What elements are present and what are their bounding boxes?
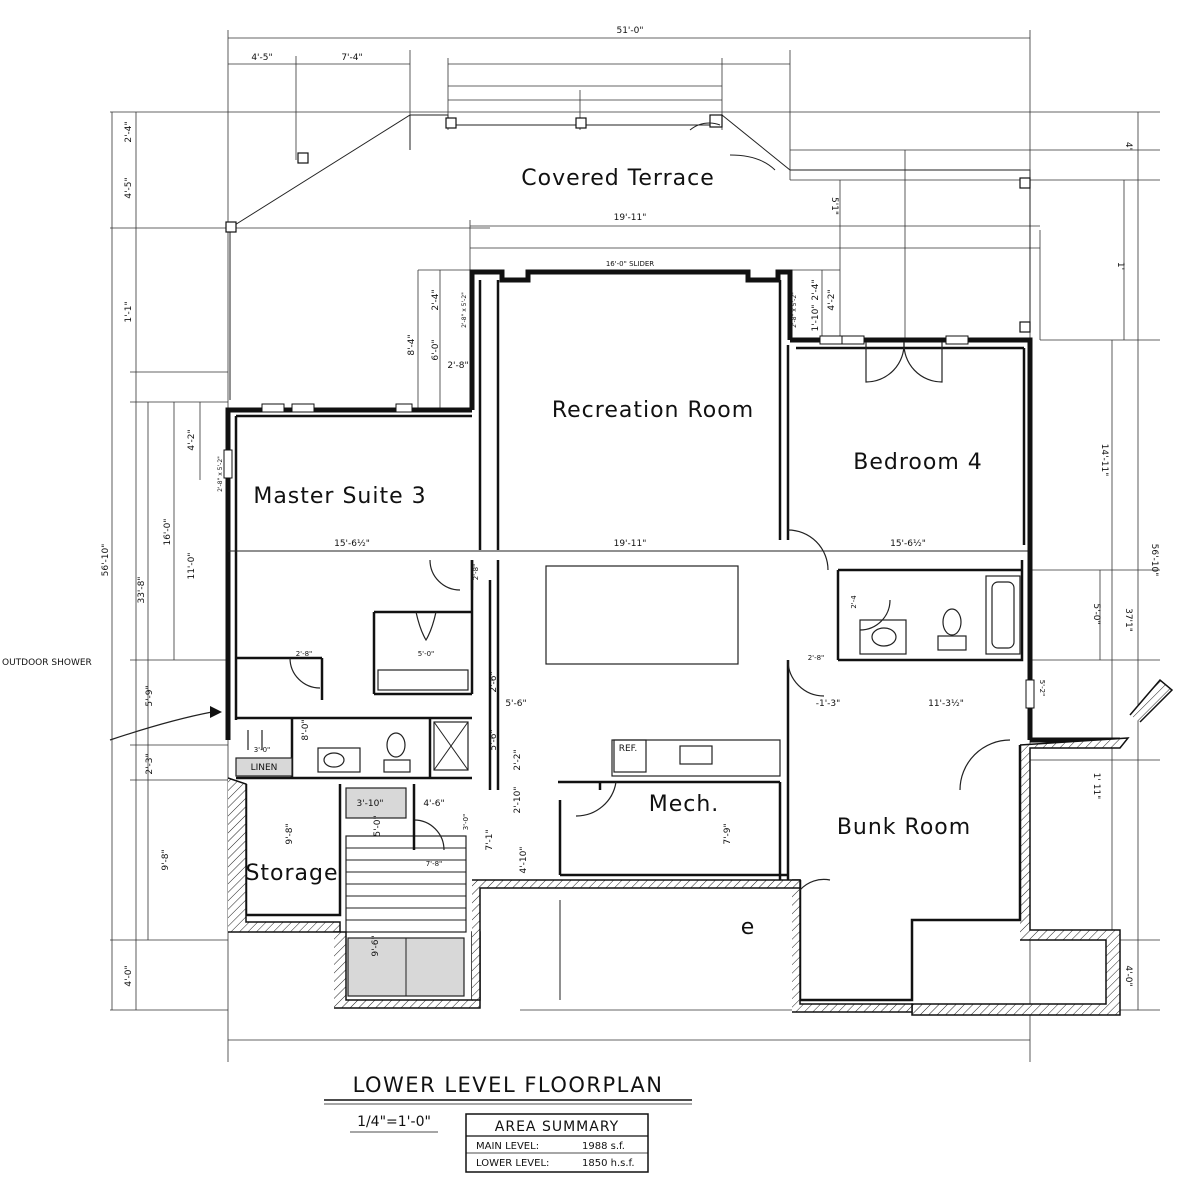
dim-9-6: 9'-6" bbox=[371, 935, 381, 956]
dim-4-10: 4'-10" bbox=[519, 846, 529, 873]
area-row-value: 1988 s.f. bbox=[582, 1141, 625, 1152]
dim-5-6b: 5'-6" bbox=[489, 729, 499, 750]
dim-right-4: 4' bbox=[1123, 142, 1133, 150]
slider-label: 16'-0" SLIDER bbox=[606, 260, 654, 268]
area-row-value: 1850 h.s.f. bbox=[582, 1158, 635, 1169]
covered-terrace-outline bbox=[225, 113, 1031, 400]
dim-left-11-0: 11'-0" bbox=[187, 552, 197, 579]
dim-right-5-0: 5'-0" bbox=[1091, 603, 1101, 624]
dim-3-0: 3'-0" bbox=[254, 746, 271, 754]
dim-left-5-9: 5'-9" bbox=[145, 685, 155, 706]
dim-win-label-left: 2'-8" x 5'-2" bbox=[461, 292, 468, 328]
dim-left-4-2: 4'-2" bbox=[187, 429, 197, 450]
dim-3-0b: 3'-0" bbox=[462, 814, 470, 831]
dim-5-0b: 5'-0" bbox=[373, 815, 383, 836]
dim-left-9-8: 9'-8" bbox=[161, 849, 171, 870]
dim-win-label-right: 2'-8" x 5'-2" bbox=[791, 292, 798, 328]
dim-19-11-top: 19'-11" bbox=[614, 213, 647, 223]
dim-2-10: 2'-10" bbox=[513, 786, 523, 813]
dim-2-2: 2'-2" bbox=[513, 749, 523, 770]
dim-right-37-1: 37'1" bbox=[1123, 608, 1133, 632]
mech-label: Mech. bbox=[649, 792, 720, 817]
dim-15-6-right: 15'-6½" bbox=[890, 539, 926, 549]
dim-left-2-4: 2'-4" bbox=[124, 121, 134, 142]
dim-left-4-0: 4'-0" bbox=[124, 965, 134, 986]
dim-2-8c: 2'-8" bbox=[472, 564, 480, 581]
windows bbox=[223, 335, 1035, 709]
dim-right-1-11: 1' 11" bbox=[1091, 773, 1101, 800]
dim-19-11-mid: 19'-11" bbox=[614, 539, 647, 549]
dim-top-a: 4'-5" bbox=[251, 53, 272, 63]
dim-right-14-11: 14'-11" bbox=[1099, 444, 1109, 477]
recreation-room-label: Recreation Room bbox=[552, 398, 754, 423]
dim-overall-depth-right: 56'-10" bbox=[1149, 544, 1159, 577]
dim-win-2-4b: 2'-4" bbox=[811, 279, 821, 300]
area-row-label: MAIN LEVEL: bbox=[476, 1141, 539, 1152]
dim-5-6a: 5'-6" bbox=[505, 699, 526, 709]
linen-label: LINEN bbox=[251, 763, 278, 773]
dim-9-8: 9'-8" bbox=[285, 823, 295, 844]
dim-3-10: 3'-10" bbox=[356, 799, 383, 809]
dim-right-4-0: 4'-0" bbox=[1123, 965, 1133, 986]
plan-scale: 1/4"=1'-0" bbox=[357, 1114, 431, 1130]
dim-7-1: 7'-1" bbox=[485, 829, 495, 850]
dim-left-16-0: 16'-0" bbox=[163, 518, 173, 545]
dim-overall-width: 51'-0" bbox=[616, 26, 643, 36]
dimension-labels: 51'-0" 4'-5" 7'-4" 19'-11" 15'-6½" 19'-1… bbox=[101, 26, 1159, 987]
dim-win-2-4a: 2'-4" bbox=[431, 289, 441, 310]
master-suite-3-label: Master Suite 3 bbox=[253, 484, 426, 509]
dim-11-3: 11'-3½" bbox=[928, 699, 964, 709]
outdoor-shower-marker bbox=[109, 678, 1174, 741]
plan-title: LOWER LEVEL FLOORPLAN bbox=[353, 1073, 664, 1097]
dim-1-3: -1'-3" bbox=[816, 699, 841, 709]
dim-4-6: 4'-6" bbox=[423, 799, 444, 809]
dim-win-4-2: 4'-2" bbox=[827, 289, 837, 310]
outdoor-shower-label: OUTDOOR SHOWER bbox=[2, 658, 92, 668]
area-summary-heading: AREA SUMMARY bbox=[495, 1119, 619, 1135]
dim-top-b: 7'-4" bbox=[341, 53, 362, 63]
title-block: LOWER LEVEL FLOORPLAN 1/4"=1'-0" bbox=[324, 1073, 692, 1133]
dim-2-4: 2'-4 bbox=[850, 595, 858, 609]
mark-e-label: e bbox=[741, 915, 756, 940]
dim-win-label-master: 2'-8" x 5'-2" bbox=[217, 456, 224, 492]
dim-5-2: 5'-2" bbox=[1038, 680, 1046, 697]
area-row-label: LOWER LEVEL: bbox=[476, 1158, 549, 1169]
dim-win-1-10: 1'-10" bbox=[811, 304, 821, 331]
dim-left-1-1: 1'-1" bbox=[124, 301, 134, 322]
dim-right-5-1: 5'1" bbox=[829, 197, 839, 215]
area-summary-table: AREA SUMMARY MAIN LEVEL: 1988 s.f. LOWER… bbox=[465, 1113, 649, 1173]
bedroom-4-french-door bbox=[865, 341, 943, 383]
dim-left-2-3: 2'-3" bbox=[145, 753, 155, 774]
dim-win-2-8: 2'-8" bbox=[447, 361, 468, 371]
dim-2-6: 2'-6" bbox=[489, 671, 499, 692]
stairs bbox=[334, 835, 481, 1009]
storage-label: Storage bbox=[245, 861, 338, 886]
dimension-lines-side bbox=[111, 112, 1160, 1010]
exterior-walls bbox=[225, 269, 1033, 740]
dim-win-8-4: 8'-4" bbox=[407, 334, 417, 355]
dim-right-1: 1' bbox=[1115, 262, 1125, 270]
central-lower-area bbox=[472, 529, 1130, 1016]
bunk-room-label: Bunk Room bbox=[837, 815, 971, 840]
room-labels: Covered Terrace Recreation Room Bedroom … bbox=[2, 166, 983, 940]
dim-overall-depth-left: 56'-10" bbox=[101, 544, 111, 577]
dim-7-9: 7'-9" bbox=[723, 823, 733, 844]
dim-left-33-8: 33'-8" bbox=[137, 576, 147, 603]
dim-left-4-5: 4'-5" bbox=[124, 177, 134, 198]
ref-label: REF. bbox=[619, 744, 638, 754]
dim-2-8a: 2'-8" bbox=[296, 650, 313, 658]
dim-win-6-0: 6'-0" bbox=[431, 339, 441, 360]
bedroom-4-label: Bedroom 4 bbox=[853, 450, 983, 475]
dim-2-8b: 2'-8" bbox=[808, 654, 825, 662]
dim-7-8: 7'-8" bbox=[426, 860, 443, 868]
master-bath-area bbox=[227, 559, 481, 1009]
dim-15-6-left: 15'-6½" bbox=[334, 539, 370, 549]
covered-terrace-label: Covered Terrace bbox=[521, 166, 714, 191]
dim-8-0: 8'-0" bbox=[301, 719, 311, 740]
dim-5-0a: 5'-0" bbox=[418, 650, 435, 658]
